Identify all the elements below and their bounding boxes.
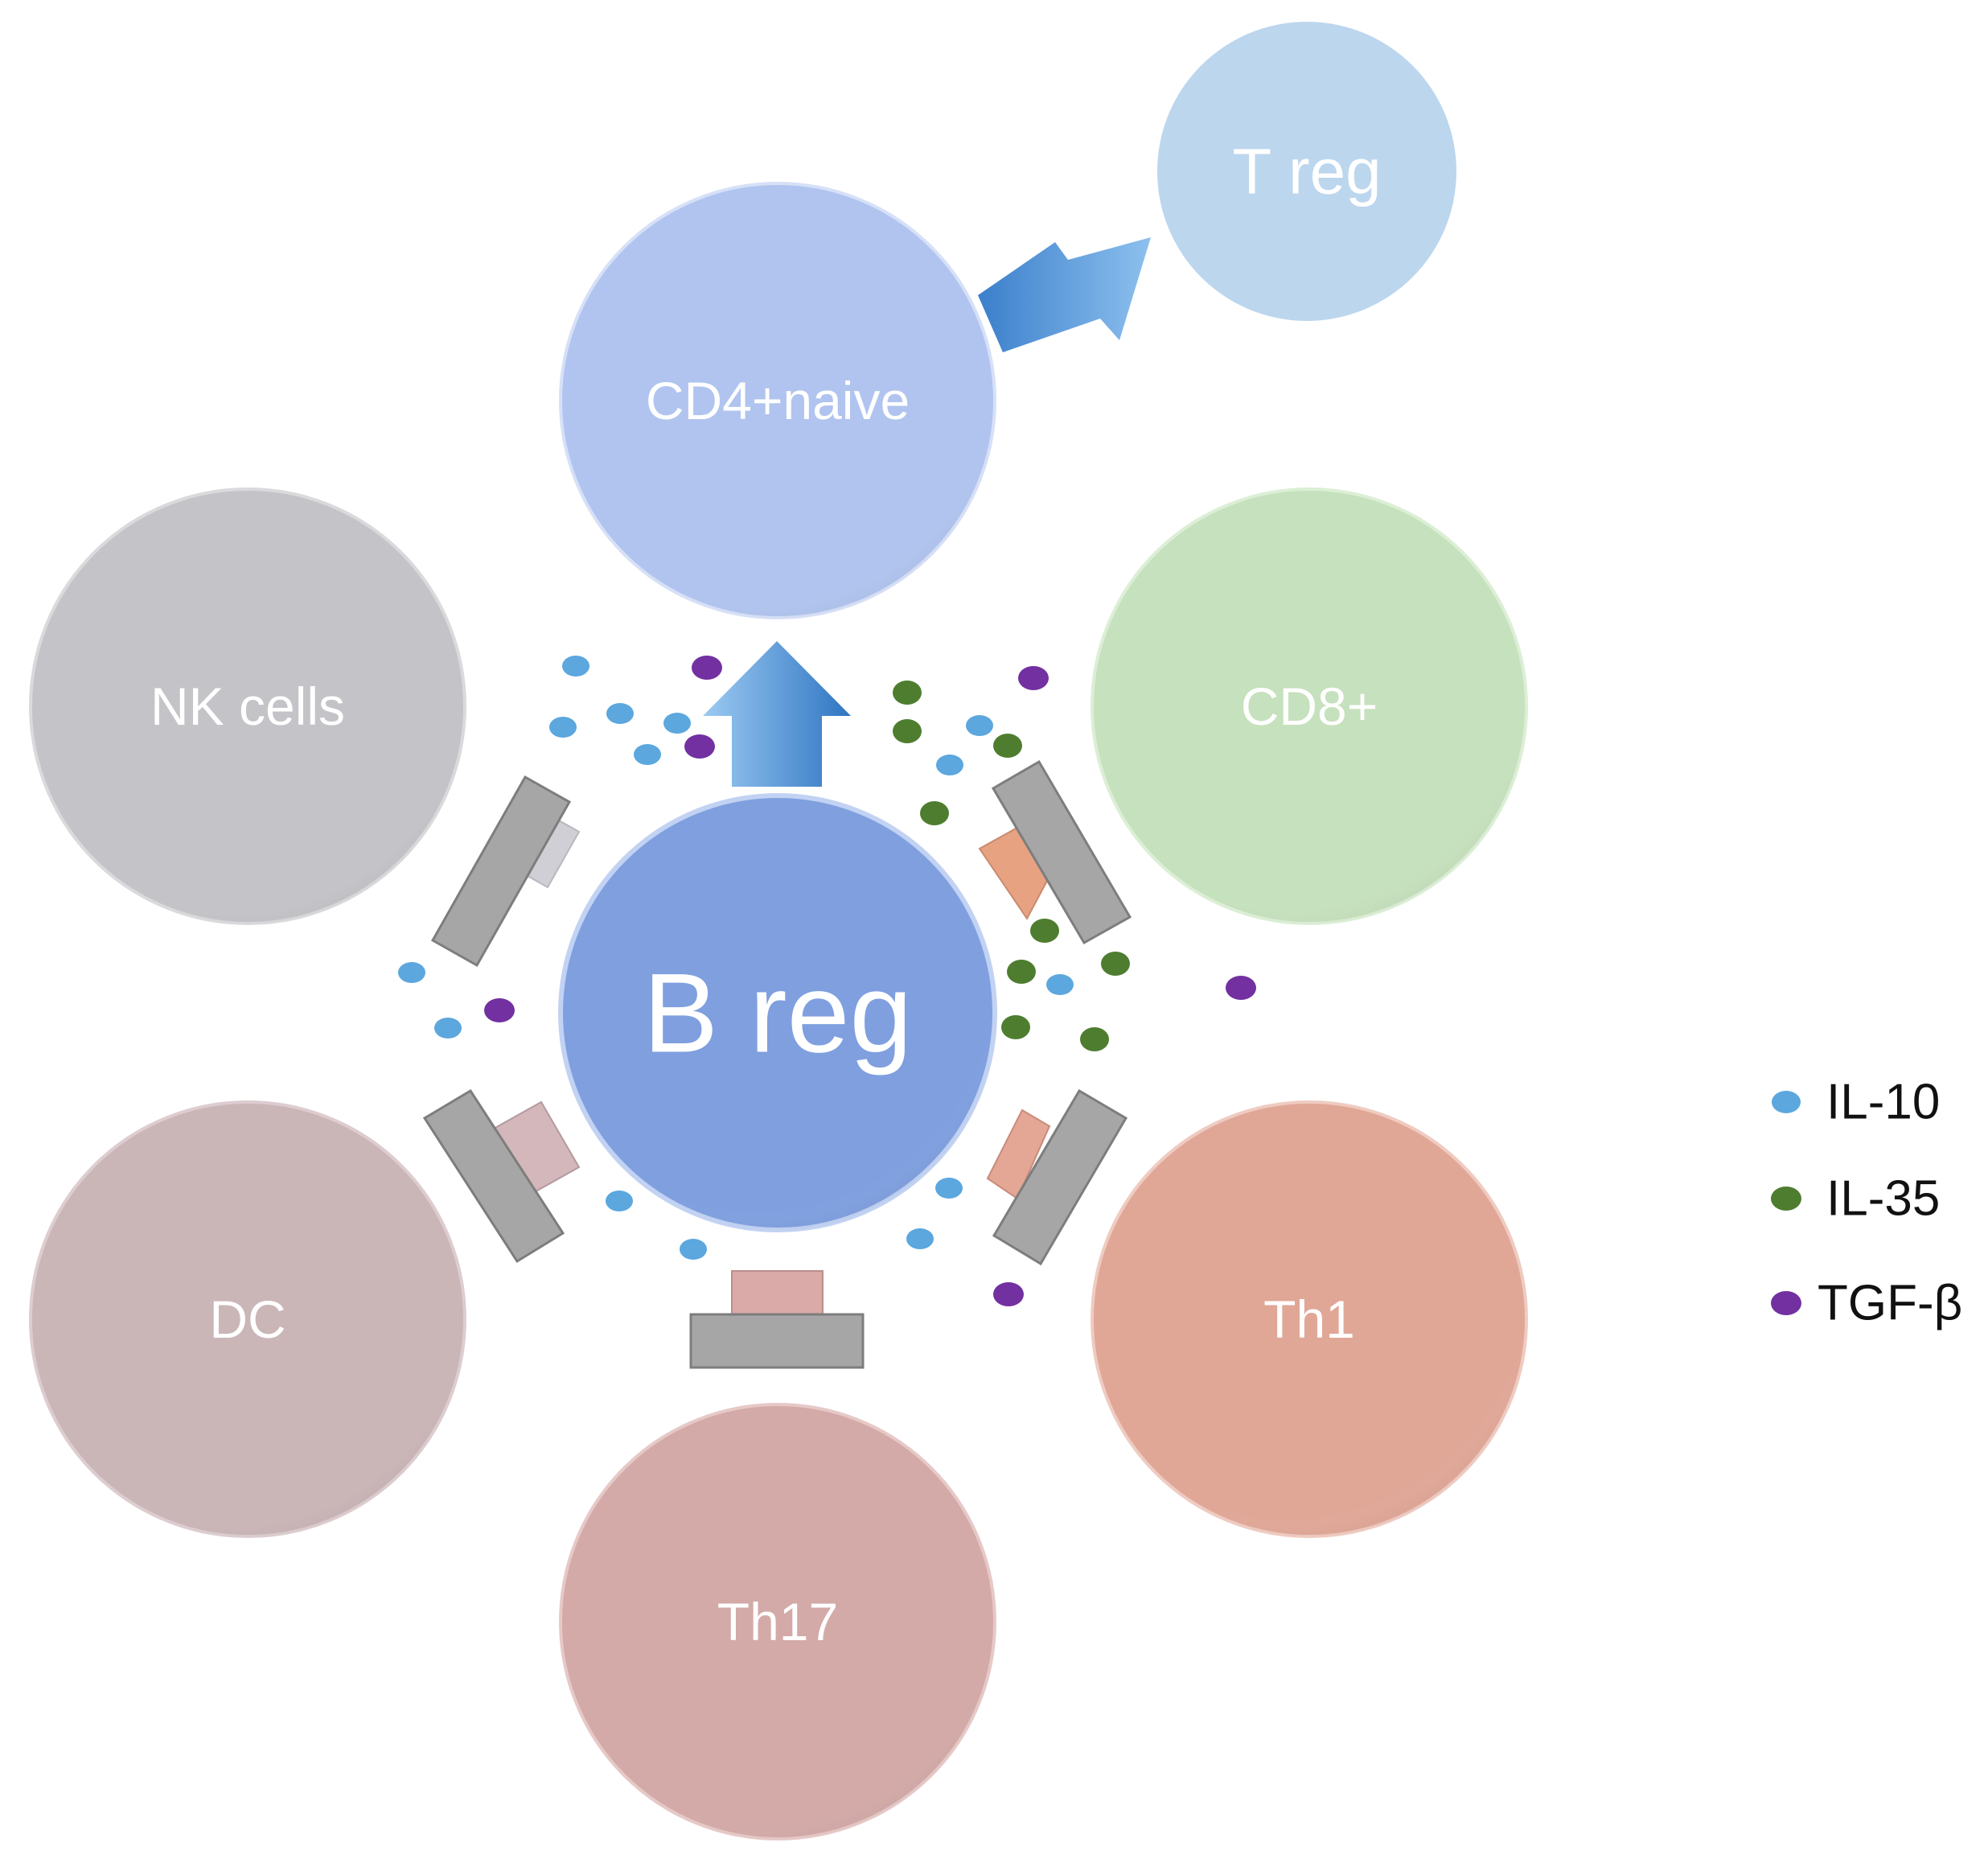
cytokine-dots [398,656,1256,1306]
th1-cell: Th1 [1091,1100,1528,1538]
t-reg-cell: T reg [1157,22,1456,321]
purple-dot-icon [1771,1291,1801,1315]
legend: IL-10 IL-35 TGF-β [1771,1075,1962,1331]
receptor-th1 [986,1088,1128,1266]
nk-cells-cell: NK cells [29,487,466,925]
legend-item-tgf-beta: TGF-β [1771,1276,1962,1331]
receptor-cd8 [978,759,1132,945]
il-10-dots [398,656,1074,1260]
legend-label-tgf-beta: TGF-β [1818,1276,1962,1331]
th1-label: Th1 [1263,1289,1355,1349]
cd8-label: CD8+ [1241,677,1378,736]
arrow-diagonal-icon [978,237,1151,352]
legend-label-il-10: IL-10 [1826,1075,1940,1130]
tgf-beta-dots [484,656,1256,1306]
dc-cell: DC [29,1100,466,1538]
b-reg-cell: B reg [558,793,997,1232]
arrow-up-icon [703,641,851,787]
legend-item-il-35: IL-35 [1771,1171,1940,1227]
th17-label: Th17 [717,1592,838,1651]
dc-label: DC [209,1289,285,1349]
green-dot-icon [1771,1186,1801,1211]
blue-dot-icon [1772,1091,1801,1113]
cd8-cell: CD8+ [1091,487,1528,925]
t-reg-circle [1157,22,1456,321]
cd4-naive-cell: CD4+naive [559,182,996,619]
th17-cell: Th17 [559,1403,996,1840]
cd4-naive-label: CD4+naive [646,371,910,430]
t-reg-label: T reg [1232,136,1381,208]
receptor-nk [430,775,581,968]
receptor-th17 [689,1270,865,1369]
receptor-dc [422,1088,581,1264]
il-35-dots [893,681,1130,1051]
legend-label-il-35: IL-35 [1826,1171,1940,1227]
legend-item-il-10: IL-10 [1772,1075,1940,1130]
nk-cells-label: NK cells [150,677,345,736]
b-reg-label: B reg [643,950,913,1076]
